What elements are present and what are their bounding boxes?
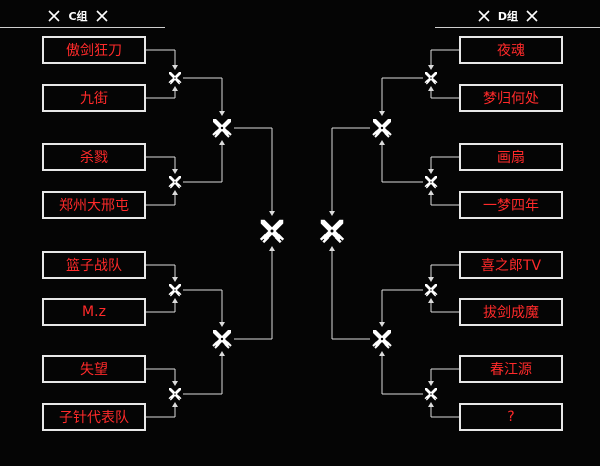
team-slot-c-4[interactable]: 郑州大邢屯 — [42, 191, 146, 219]
connector-arrowhead — [428, 86, 434, 91]
crossed-swords-icon — [167, 386, 183, 402]
connector-arrowhead — [172, 381, 178, 386]
crossed-swords-icon — [317, 216, 347, 246]
connector-arrowhead — [172, 298, 178, 303]
connector-arrowhead — [172, 190, 178, 195]
connector-arrowhead — [172, 277, 178, 282]
connector-arrowhead — [329, 211, 335, 216]
group-c-header-divider — [0, 27, 165, 28]
connector-arrowhead — [269, 246, 275, 251]
connector-arrowhead — [428, 65, 434, 70]
connector-arrowhead — [428, 402, 434, 407]
team-slot-d-8[interactable]: ? — [459, 403, 563, 431]
crossed-swords-small-icon — [48, 10, 61, 22]
team-slot-d-6[interactable]: 拔剑成魔 — [459, 298, 563, 326]
team-slot-d-5[interactable]: 喜之郎TV — [459, 251, 563, 279]
crossed-swords-icon — [423, 174, 439, 190]
connector-arrowhead — [172, 169, 178, 174]
crossed-swords-icon — [423, 70, 439, 86]
connector-arrowhead — [172, 86, 178, 91]
team-slot-c-1[interactable]: 傲剑狂刀 — [42, 36, 146, 64]
connector-arrowhead — [329, 246, 335, 251]
connector-arrowhead — [428, 190, 434, 195]
connector-arrowhead — [428, 277, 434, 282]
crossed-swords-small-icon — [95, 10, 108, 22]
connector-arrowhead — [428, 381, 434, 386]
team-slot-c-5[interactable]: 篮子战队 — [42, 251, 146, 279]
team-slot-c-3[interactable]: 杀戮 — [42, 143, 146, 171]
crossed-swords-icon — [423, 386, 439, 402]
crossed-swords-icon — [210, 116, 234, 140]
group-d-header: D组 — [448, 8, 568, 24]
connector-arrowhead — [379, 351, 385, 356]
connector-arrowhead — [379, 322, 385, 327]
connector-arrowhead — [219, 111, 225, 116]
group-c-header: C组 — [18, 8, 138, 24]
team-slot-d-1[interactable]: 夜魂 — [459, 36, 563, 64]
crossed-swords-icon — [167, 174, 183, 190]
connector-arrowhead — [379, 140, 385, 145]
connector-arrowhead — [172, 402, 178, 407]
crossed-swords-small-icon — [526, 10, 538, 22]
connector-arrowhead — [219, 351, 225, 356]
crossed-swords-icon — [167, 282, 183, 298]
crossed-swords-icon — [423, 282, 439, 298]
crossed-swords-icon — [370, 327, 394, 351]
crossed-swords-icon — [167, 70, 183, 86]
connector-arrowhead — [428, 298, 434, 303]
team-slot-d-2[interactable]: 梦归何处 — [459, 84, 563, 112]
team-slot-d-3[interactable]: 画扇 — [459, 143, 563, 171]
connector-arrowhead — [428, 169, 434, 174]
connector-arrowhead — [379, 111, 385, 116]
crossed-swords-small-icon — [478, 10, 490, 22]
crossed-swords-icon — [370, 116, 394, 140]
team-slot-c-6[interactable]: M.z — [42, 298, 146, 326]
team-slot-c-8[interactable]: 子针代表队 — [42, 403, 146, 431]
crossed-swords-icon — [210, 327, 234, 351]
connector-arrowhead — [269, 211, 275, 216]
connector-arrowhead — [172, 65, 178, 70]
team-slot-d-7[interactable]: 春江源 — [459, 355, 563, 383]
group-c-title: C组 — [68, 10, 88, 23]
team-slot-c-7[interactable]: 失望 — [42, 355, 146, 383]
crossed-swords-icon — [257, 216, 287, 246]
group-d-header-divider — [435, 27, 600, 28]
team-slot-d-4[interactable]: 一梦四年 — [459, 191, 563, 219]
group-d-title: D组 — [497, 10, 519, 23]
connector-arrowhead — [219, 140, 225, 145]
team-slot-c-2[interactable]: 九街 — [42, 84, 146, 112]
connector-arrowhead — [219, 322, 225, 327]
